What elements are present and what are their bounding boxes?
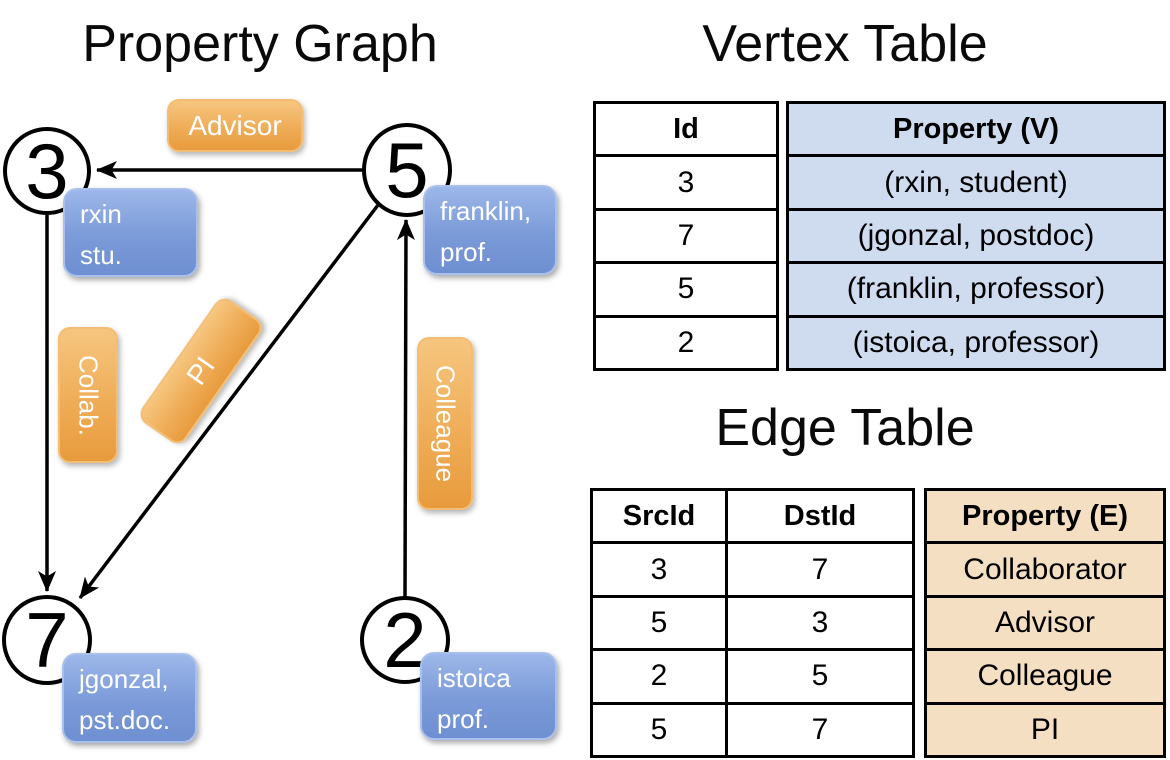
vertex-table-id-cell: 2 <box>596 317 776 368</box>
edge-table-srcid-cell: 3 <box>593 544 725 595</box>
edge-table-property-cell: Colleague <box>927 651 1163 702</box>
vertex-table-property-header: Property (V) <box>789 104 1163 155</box>
vertex-table-property-cell: (rxin, student) <box>789 157 1163 208</box>
edge-label-advisor-text: Advisor <box>188 109 282 141</box>
vertex-table-property-cell: (franklin, professor) <box>789 264 1163 315</box>
node-3-property-label: rxin stu. <box>63 188 198 277</box>
edge-5-to-7 <box>78 203 380 600</box>
vertex-table-id-header: Id <box>596 104 776 155</box>
node-3-property-line1: rxin <box>80 199 122 229</box>
node-7-property-line2: pst.doc. <box>79 705 171 735</box>
vertex-table-id-cell: 5 <box>596 264 776 315</box>
vertex-table-id-column: Id 3 7 5 2 <box>593 101 779 371</box>
node-5-property-line1: franklin, <box>440 196 532 226</box>
vertex-node-5-id: 5 <box>385 126 429 214</box>
vertex-node-3-id: 3 <box>25 127 69 215</box>
vertex-node-7-id: 7 <box>25 596 69 684</box>
edge-table-property-header: Property (E) <box>927 491 1163 542</box>
edge-table-property-column: Property (E) Collaborator Advisor Collea… <box>924 488 1166 758</box>
graph-title: Property Graph <box>82 15 438 73</box>
edge-label-advisor: Advisor <box>167 99 303 152</box>
node-7-property-line1: jgonzal, <box>79 664 169 694</box>
node-7-property-label: jgonzal, pst.doc. <box>62 653 197 743</box>
node-2-property-label: istoica prof. <box>420 652 557 740</box>
node-5-property-line2: prof. <box>440 237 493 267</box>
node-2-property-line1: istoica <box>437 663 511 693</box>
vertex-table-title: Vertex Table <box>702 15 988 73</box>
edge-table-title: Edge Table <box>715 399 975 457</box>
vertex-table-id-cell: 3 <box>596 157 776 208</box>
vertex-table-property-column: Property (V) (rxin, student) (jgonzal, p… <box>786 101 1166 371</box>
edge-table-srcid-header: SrcId <box>593 491 725 542</box>
edge-table-srcid-cell: 5 <box>593 597 725 649</box>
edge-table-dstid-cell: 7 <box>728 544 912 595</box>
node-2-property-line2: prof. <box>437 704 490 734</box>
edge-label-colleague-text: Colleague <box>430 364 461 483</box>
edge-table-dstid-cell: 5 <box>728 651 912 702</box>
edge-table-srcid-cell: 2 <box>593 651 725 702</box>
edge-table-src-dst-columns: SrcId DstId 3 7 5 3 2 5 5 7 <box>590 488 915 758</box>
node-3-property-line2: stu. <box>80 240 122 270</box>
edge-label-collab: Collab. <box>58 327 118 463</box>
edge-label-colleague: Colleague <box>417 337 473 510</box>
vertex-node-5: 5 <box>362 123 452 217</box>
node-5-property-label: franklin, prof. <box>423 185 557 275</box>
vertex-node-2-id: 2 <box>383 596 427 684</box>
edge-table-dstid-cell: 7 <box>728 704 912 755</box>
edge-label-pi-text: PI <box>180 350 221 391</box>
edge-table-property-cell: Advisor <box>927 597 1163 649</box>
edge-table-dstid-header: DstId <box>728 491 912 542</box>
edge-label-collab-text: Collab. <box>73 354 104 436</box>
edge-2-to-5 <box>396 219 415 598</box>
graph-edges-layer <box>38 161 415 600</box>
edge-table-property-cell: Collaborator <box>927 544 1163 595</box>
vertex-table-property-cell: (istoica, professor) <box>789 317 1163 368</box>
edge-table-dstid-cell: 3 <box>728 597 912 649</box>
vertex-node-2: 2 <box>360 596 450 684</box>
edge-table-property-cell: PI <box>927 704 1163 755</box>
vertex-table-id-cell: 7 <box>596 210 776 262</box>
vertex-table-property-cell: (jgonzal, postdoc) <box>789 210 1163 262</box>
edge-table-srcid-cell: 5 <box>593 704 725 755</box>
